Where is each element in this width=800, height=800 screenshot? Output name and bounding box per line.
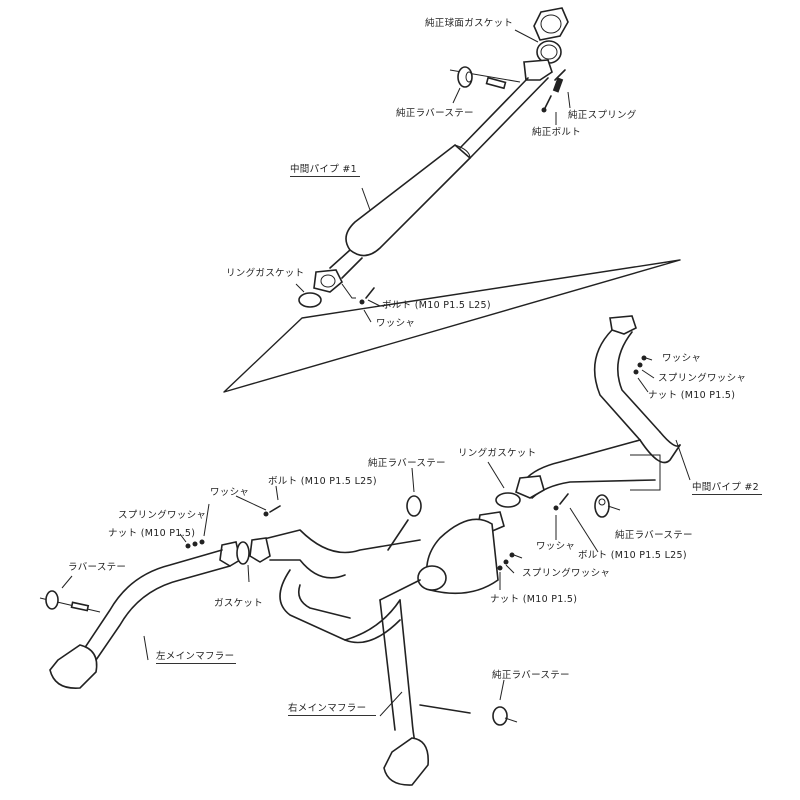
y-pipe <box>259 529 421 644</box>
left-main-muffler <box>49 549 231 689</box>
label-nut-left: ナット (M10 P1.5) <box>108 528 196 539</box>
fasteners-mid <box>497 493 569 571</box>
label-mid-pipe-1: 中間パイプ #1 <box>290 164 360 177</box>
label-right-main-muffler: 右メインマフラー <box>288 703 376 716</box>
label-left-main-muffler: 左メインマフラー <box>156 651 236 664</box>
fasteners-right <box>633 355 647 375</box>
bolt-washer-top <box>341 283 375 305</box>
label-oem-bolt: 純正ボルト <box>532 127 582 138</box>
label-ring-gasket-top: リングガスケット <box>226 268 305 279</box>
leader-arrows <box>61 29 691 717</box>
label-rubber-stay-left: ラバーステー <box>68 562 127 573</box>
label-washer-right: ワッシャ <box>662 353 702 364</box>
rubber-stay-bottom <box>419 704 518 726</box>
section-divider <box>223 259 681 393</box>
left-flange-gaskets <box>219 537 271 567</box>
label-oem-rubber-stay-bottom: 純正ラバーステー <box>492 670 570 681</box>
label-gasket-left: ガスケット <box>214 598 264 609</box>
label-washer-top: ワッシャ <box>376 318 416 329</box>
front-flange <box>533 7 569 41</box>
label-spring-washer-left: スプリングワッシャ <box>118 510 207 521</box>
label-spring-washer-right: スプリングワッシャ <box>658 373 747 384</box>
label-bolt-top: ボルト (M10 P1.5 L25) <box>382 300 491 311</box>
center-muffler <box>379 492 521 601</box>
label-oem-rubber-stay-top: 純正ラバーステー <box>396 108 474 119</box>
label-bolt-left: ボルト (M10 P1.5 L25) <box>268 476 377 487</box>
label-washer-mid: ワッシャ <box>536 541 576 552</box>
label-oem-rubber-stay-right: 純正ラバーステー <box>615 530 693 541</box>
label-mid-pipe-2: 中間パイプ #2 <box>692 482 762 495</box>
label-nut-mid: ナット (M10 P1.5) <box>490 594 578 605</box>
fasteners-left <box>185 505 281 549</box>
mid-pipe-2 <box>515 315 681 499</box>
label-nut-right: ナット (M10 P1.5) <box>648 390 736 401</box>
label-washer-left: ワッシャ <box>210 487 250 498</box>
label-oem-rubber-stay-mid: 純正ラバーステー <box>368 458 446 469</box>
label-oem-spring: 純正スプリング <box>568 110 637 121</box>
right-main-muffler <box>379 599 429 786</box>
mid-pipe-1 <box>313 59 553 293</box>
label-bolt-mid: ボルト (M10 P1.5 L25) <box>578 550 687 561</box>
label-ring-gasket-mid: リングガスケット <box>458 448 537 459</box>
label-oem-spherical-gasket: 純正球面ガスケット <box>425 18 514 29</box>
rubber-stay-left <box>39 590 101 613</box>
oem-spring-bolt <box>541 69 566 113</box>
ring-gasket-top <box>298 292 322 308</box>
spherical-gasket <box>536 40 562 64</box>
rubber-stay-right <box>594 494 610 518</box>
rubber-stay-top <box>449 66 521 90</box>
label-spring-washer-mid: スプリングワッシャ <box>522 568 611 579</box>
